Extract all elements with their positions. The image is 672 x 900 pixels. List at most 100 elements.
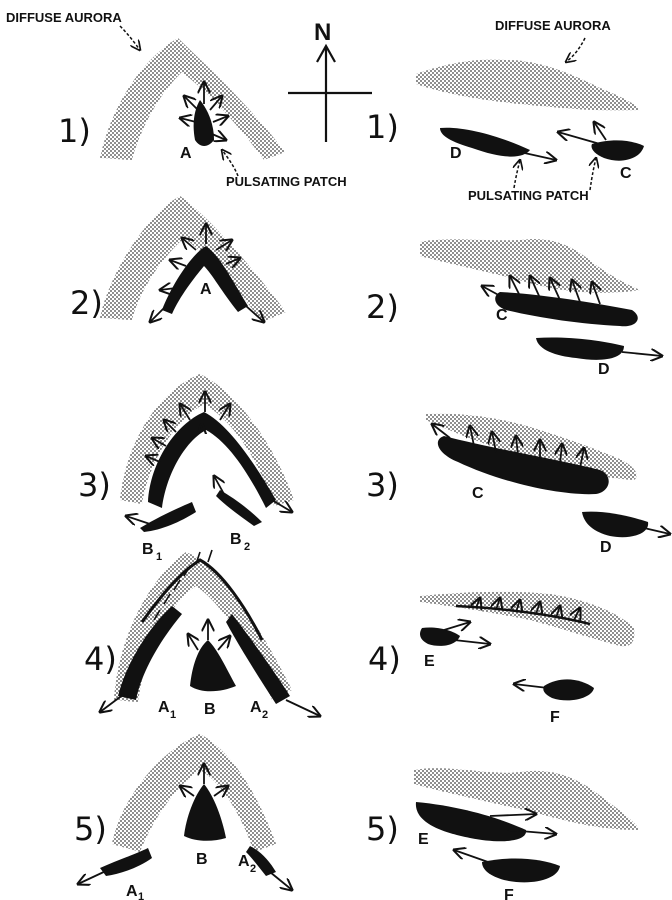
left-panel-4: 4) A 1 B A 2 xyxy=(84,550,320,721)
right-panel-4: 4) E F xyxy=(368,592,634,726)
pulsating-patch-E xyxy=(416,802,526,841)
arrow xyxy=(644,528,670,534)
diffuse-aurora-pointer-right xyxy=(566,38,585,62)
patch-label-E: E xyxy=(418,831,429,848)
patch-label-A2: A xyxy=(250,699,262,716)
step-label: 2) xyxy=(70,284,103,322)
arrow xyxy=(213,116,228,122)
patch-label-E: E xyxy=(424,653,435,670)
patch-label-A: A xyxy=(200,281,212,298)
diffuse-aurora-pointer-left xyxy=(120,26,140,50)
step-label: 4) xyxy=(368,640,401,678)
arrow xyxy=(490,814,536,816)
left-panel-2: 2) A xyxy=(70,196,286,322)
step-label: 3) xyxy=(366,466,399,504)
patch-label-A1: A xyxy=(126,883,138,900)
patch-label-B1: B xyxy=(142,541,154,558)
arrow xyxy=(454,850,488,862)
patch-label-C: C xyxy=(472,485,484,502)
patch-label-D: D xyxy=(600,539,612,556)
pulsating-patch-A1 xyxy=(100,848,152,876)
pulsating-patch-A xyxy=(194,100,214,146)
left-panel-1: 1) A PULSATING PATCH xyxy=(58,38,347,189)
left-panel-5: 5) B A 1 A 2 xyxy=(74,734,292,900)
pulsating-patch-pointer xyxy=(514,160,520,188)
diffuse-aurora-label-left: DIFFUSE AURORA xyxy=(6,10,122,25)
patch-subscript-2: 2 xyxy=(262,709,268,721)
pulsating-patch-label-left: PULSATING PATCH xyxy=(226,174,347,189)
arrow xyxy=(188,634,198,650)
step-label: 5) xyxy=(366,810,399,848)
pulsating-patch-pointer xyxy=(222,150,238,176)
step-label: 5) xyxy=(74,810,107,848)
patch-label-A2: A xyxy=(238,853,250,870)
patch-label-C: C xyxy=(496,307,508,324)
pulsating-patch-B1 xyxy=(140,502,196,532)
diffuse-aurora-arc xyxy=(100,38,285,160)
diffuse-aurora-band xyxy=(416,60,640,111)
arrow xyxy=(270,872,292,890)
north-label: N xyxy=(314,19,331,46)
patch-label-B: B xyxy=(196,851,208,868)
diffuse-aurora-label-right: DIFFUSE AURORA xyxy=(495,18,611,33)
patch-subscript-1: 1 xyxy=(138,891,144,900)
arrow xyxy=(520,152,556,160)
patch-label-B2: B xyxy=(230,531,242,548)
patch-subscript-1: 1 xyxy=(170,709,176,721)
step-label: 4) xyxy=(84,640,117,678)
north-compass: N xyxy=(288,19,372,142)
patch-subscript-2: 2 xyxy=(244,541,250,553)
arrow xyxy=(184,96,198,110)
pulsating-patch-E xyxy=(420,627,460,645)
arrow xyxy=(444,622,470,630)
patch-label-A: A xyxy=(196,421,208,438)
patch-label-B: B xyxy=(204,701,216,718)
diffuse-aurora-arc xyxy=(120,374,294,506)
right-panel-5: 5) E F xyxy=(366,768,640,900)
arrow xyxy=(286,700,320,716)
patch-label-A1: A xyxy=(158,699,170,716)
arrow xyxy=(180,786,194,796)
step-label: 1) xyxy=(58,112,91,150)
arrow xyxy=(514,684,548,688)
step-label: 3) xyxy=(78,466,111,504)
arrow xyxy=(78,870,108,884)
arrow xyxy=(126,516,150,524)
arrow xyxy=(212,134,226,140)
pulsating-patch-B2 xyxy=(216,490,262,526)
arrow xyxy=(180,118,196,122)
diffuse-aurora-band xyxy=(420,239,640,293)
right-panel-1: 1) D C PULSATING PATCH xyxy=(366,60,644,203)
pulsating-patch-A2 xyxy=(226,614,290,704)
right-panel-3: 3) C D xyxy=(366,414,670,556)
patch-subscript-2: 2 xyxy=(250,863,256,875)
pulsating-patch-C xyxy=(495,292,638,326)
pulsating-patch-D xyxy=(582,512,648,538)
step-label: 1) xyxy=(366,108,399,146)
arrow xyxy=(622,352,662,356)
arrow xyxy=(454,640,490,644)
arrow xyxy=(150,306,166,322)
arrow xyxy=(558,132,600,144)
pulsating-patch-pointer xyxy=(590,158,596,190)
patch-label-F: F xyxy=(504,887,514,900)
pulsating-patch-D xyxy=(536,337,624,359)
arrow xyxy=(214,476,224,494)
arrow xyxy=(218,636,230,650)
pulsating-patch-F xyxy=(482,859,560,883)
arrow xyxy=(170,260,186,266)
step-label: 2) xyxy=(366,288,399,326)
patch-label-C: C xyxy=(620,165,632,182)
patch-label-D: D xyxy=(450,145,462,162)
arrow xyxy=(100,694,124,712)
right-panel-2: 2) C D xyxy=(366,239,662,378)
arrow xyxy=(482,286,504,298)
left-panel-3: 3) A B 1 B 2 xyxy=(78,374,294,563)
patch-label-A: A xyxy=(180,145,192,162)
tick xyxy=(208,550,212,562)
pulsating-patch-label-right: PULSATING PATCH xyxy=(468,188,589,203)
patch-label-D: D xyxy=(598,361,610,378)
patch-label-F: F xyxy=(550,709,560,726)
